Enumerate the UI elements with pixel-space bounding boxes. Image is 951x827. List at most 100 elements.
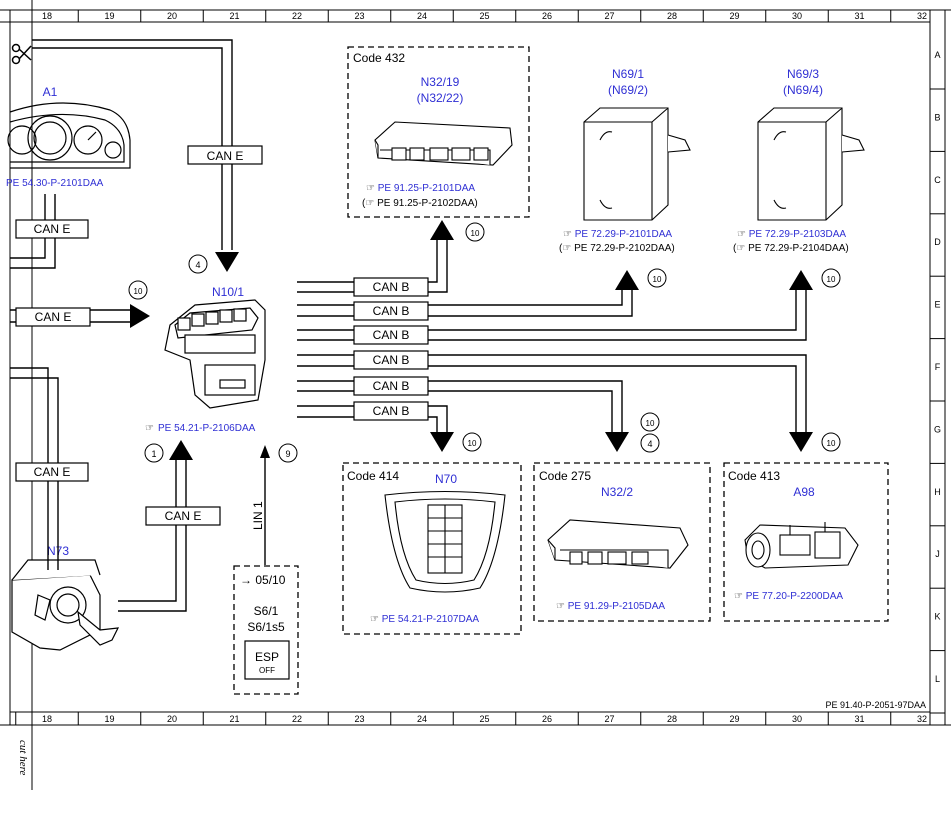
marker-n32-2-a	[640, 412, 660, 432]
n69-1-ref2: (☞ PE 72.29-P-2102DAA)	[559, 243, 675, 254]
grid-col-label: 22	[292, 714, 302, 724]
grid-col-label: 27	[604, 11, 614, 21]
lin-1-label: LIN 1	[251, 501, 265, 530]
grid-row-label: B	[934, 112, 940, 122]
esp-s6-1: S6/1	[254, 604, 279, 618]
grid-col-label: 29	[729, 11, 739, 21]
grid-row-label: G	[934, 424, 941, 434]
n69-1-ref2-text: PE 72.29-P-2102DAA)	[574, 243, 675, 254]
esp-ref: → 05/10	[240, 573, 286, 587]
grid-col-label: 21	[229, 11, 239, 21]
code-275-box	[533, 462, 711, 622]
esp-button-label: ESP	[255, 650, 279, 664]
n69-1-ref1-text: PE 72.29-P-2101DAA	[575, 229, 673, 240]
can-b-label: CAN B	[373, 280, 410, 294]
grid-col-label: 24	[417, 11, 427, 21]
marker-n70	[462, 432, 482, 452]
can-e-label-box-3	[15, 307, 91, 327]
marker-n69-3-text: 10	[827, 275, 836, 284]
grid-col-label: 27	[604, 714, 614, 724]
grid-col-label: 30	[792, 11, 802, 21]
n32-19-ref2-text: PE 91.25-P-2102DAA)	[377, 198, 478, 209]
grid-col-label: 30	[792, 714, 802, 724]
n32-19-ref1: ☞ PE 91.25-P-2101DAA	[366, 183, 475, 194]
can-b-label: CAN B	[373, 379, 410, 393]
grid-col-label: 19	[104, 714, 114, 724]
n70-id: N70	[435, 472, 457, 486]
marker-1	[144, 443, 164, 463]
can-b-label-box	[353, 277, 429, 297]
can-e-bus-left	[10, 194, 56, 269]
grid-row-label: L	[935, 674, 940, 684]
marker-n32-2-a-text: 10	[646, 419, 655, 428]
a1-ref: PE 54.30-P-2101DAA	[6, 178, 104, 189]
can-b-label-box	[353, 376, 429, 396]
n32-2-ref-text: PE 91.29-P-2105DAA	[568, 601, 666, 612]
marker-n69-3	[821, 268, 841, 288]
can-e-label-2: CAN E	[34, 222, 71, 236]
n69-3-alt: (N69/4)	[783, 83, 823, 97]
n32-19-ref1-text: PE 91.25-P-2101DAA	[378, 183, 476, 194]
marker-n32-19	[465, 222, 485, 242]
a1-instrument-cluster	[7, 102, 131, 169]
a98-ref: ☞ PE 77.20-P-2200DAA	[734, 591, 843, 602]
can-b-label-box	[353, 401, 429, 421]
n69-1-alt: (N69/2)	[608, 83, 648, 97]
n69-3-ref2: (☞ PE 72.29-P-2104DAA)	[733, 243, 849, 254]
marker-10-in-text: 10	[134, 287, 143, 296]
marker-n69-1-text: 10	[653, 275, 662, 284]
n10-1-ref: ☞ PE 54.21-P-2106DAA	[145, 423, 256, 434]
n69-1-ref1: ☞ PE 72.29-P-2101DAA	[563, 229, 672, 240]
grid-col-label: 21	[229, 714, 239, 724]
a1-id: A1	[43, 85, 58, 99]
n32-2-id: N32/2	[601, 485, 633, 499]
n10-1-ref-text: PE 54.21-P-2106DAA	[158, 423, 256, 434]
grid-row-label: K	[934, 612, 940, 622]
esp-off-button	[244, 640, 290, 680]
can-e-label-1: CAN E	[207, 149, 244, 163]
grid-col-label: 26	[542, 11, 552, 21]
arrow-to-n32-2	[605, 432, 629, 452]
can-e-label-4: CAN E	[34, 465, 71, 479]
grid-col-label: 28	[667, 11, 677, 21]
marker-1-text: 1	[151, 449, 156, 459]
marker-n69-1	[647, 268, 667, 288]
can-b-label-box	[353, 301, 429, 321]
code-432-box	[347, 46, 530, 218]
grid-col-label: 20	[167, 11, 177, 21]
esp-s6-1s5: S6/1s5	[247, 620, 285, 634]
marker-9	[278, 443, 298, 463]
grid-col-label: 28	[667, 714, 677, 724]
arrow-to-n69-3	[789, 270, 813, 290]
grid-col-label: 32	[917, 714, 927, 724]
n10-1-id: N10/1	[212, 285, 244, 299]
arrow-to-n10-1-left	[130, 304, 150, 328]
scissors-icon	[11, 43, 32, 65]
can-b-label: CAN B	[373, 328, 410, 342]
code-414-label: Code 414	[347, 469, 399, 483]
grid-col-label: 22	[292, 11, 302, 21]
grid-col-label: 31	[854, 11, 864, 21]
n69-3-module	[757, 107, 865, 221]
can-b-label: CAN B	[373, 404, 410, 418]
n32-19-alt: (N32/22)	[417, 91, 464, 105]
can-b-label: CAN B	[373, 304, 410, 318]
can-b-label: CAN B	[373, 353, 410, 367]
marker-n32-19-text: 10	[471, 229, 480, 238]
grid-col-label: 23	[354, 11, 364, 21]
n32-19-module	[374, 121, 513, 166]
can-e-bus-n73	[118, 458, 187, 612]
can-e-label-3: CAN E	[35, 310, 72, 324]
code-413-label: Code 413	[728, 469, 780, 483]
grid-col-label: 25	[479, 714, 489, 724]
marker-n70-text: 10	[468, 439, 477, 448]
arrow-to-n69-1	[615, 270, 639, 290]
can-e-bus-a1	[32, 39, 233, 250]
arrow-to-a98	[789, 432, 813, 452]
esp-ref-text: 05/10	[255, 573, 285, 587]
n32-2-module	[547, 519, 689, 569]
arrow-to-n70	[430, 432, 454, 452]
